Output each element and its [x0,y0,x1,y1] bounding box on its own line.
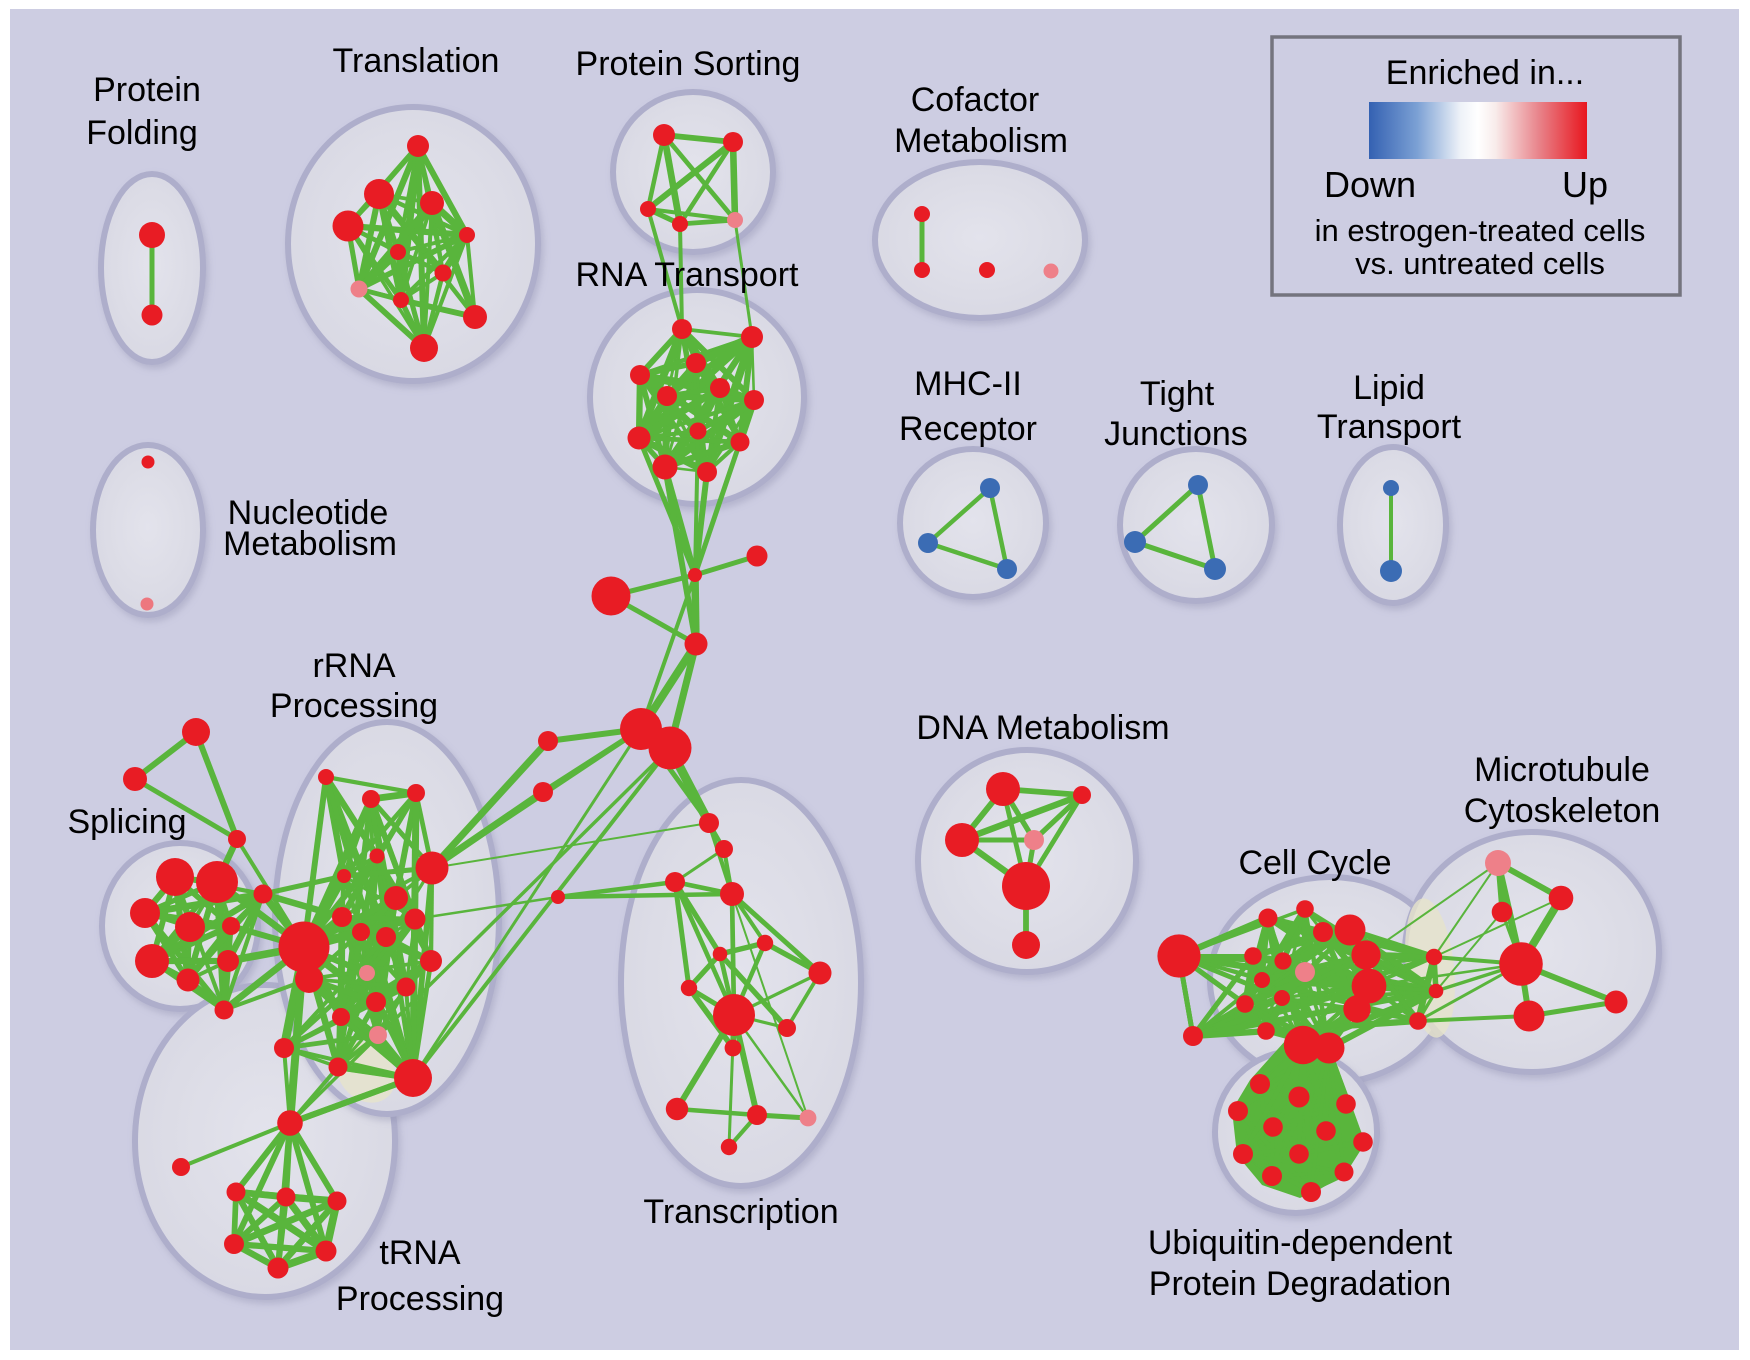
svg-text:MHC-II: MHC-II [914,365,1022,403]
svg-text:Cytoskeleton: Cytoskeleton [1464,792,1661,830]
svg-text:Cell Cycle: Cell Cycle [1238,844,1391,882]
svg-text:Receptor: Receptor [899,410,1037,448]
svg-text:Splicing: Splicing [67,803,186,841]
svg-text:RNA Transport: RNA Transport [576,256,800,294]
svg-text:in estrogen-treated cells: in estrogen-treated cells [1315,213,1646,248]
svg-text:Protein Degradation: Protein Degradation [1149,1265,1451,1303]
svg-text:rRNA: rRNA [312,647,395,685]
svg-text:Enriched in...: Enriched in... [1386,54,1584,92]
svg-text:DNA Metabolism: DNA Metabolism [916,709,1169,747]
svg-text:Ubiquitin-dependent: Ubiquitin-dependent [1148,1224,1453,1262]
svg-text:Microtubule: Microtubule [1474,751,1650,789]
svg-text:Metabolism: Metabolism [894,122,1068,160]
svg-text:Up: Up [1562,164,1608,205]
svg-text:Folding: Folding [86,114,198,152]
svg-text:Transcription: Transcription [643,1193,838,1231]
svg-text:Protein Sorting: Protein Sorting [576,45,801,83]
svg-text:Processing: Processing [270,687,438,725]
svg-text:tRNA: tRNA [379,1234,461,1272]
svg-text:Tight: Tight [1140,375,1215,413]
svg-text:Junctions: Junctions [1104,415,1248,453]
svg-text:vs. untreated cells: vs. untreated cells [1355,246,1605,281]
svg-text:Transport: Transport [1317,408,1462,446]
svg-text:Nucleotide: Nucleotide [228,494,389,532]
svg-text:Lipid: Lipid [1353,369,1425,407]
svg-text:Down: Down [1324,164,1416,205]
svg-text:Protein: Protein [93,71,201,109]
svg-text:Cofactor: Cofactor [911,81,1040,119]
svg-text:Processing: Processing [336,1280,504,1318]
svg-text:Translation: Translation [333,42,500,80]
svg-text:Metabolism: Metabolism [223,525,397,563]
